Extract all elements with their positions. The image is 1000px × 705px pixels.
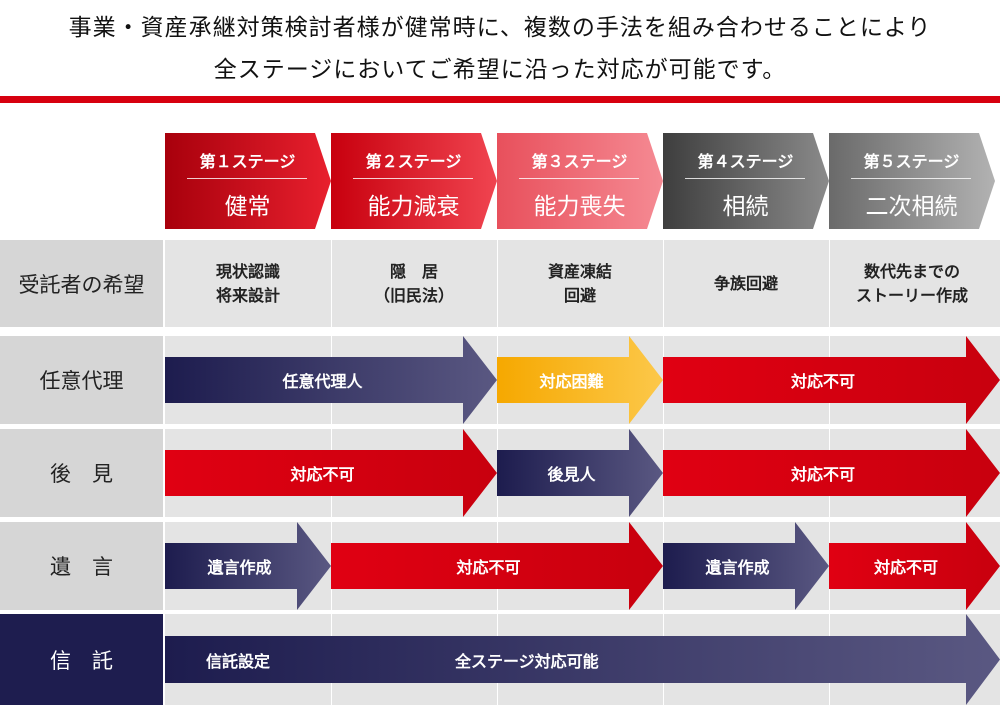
arrow-red: 対応不可 <box>663 429 1000 517</box>
arrow-shape <box>829 522 1000 610</box>
stage-separator <box>851 178 971 179</box>
arrow-indigo: 信託設定 全ステージ対応可能 <box>165 614 1000 705</box>
stage-name: 能力減衰 <box>367 194 460 220</box>
arrow-red: 対応不可 <box>829 522 1000 610</box>
stage-number: 第４ステージ <box>697 152 794 171</box>
arrow-indigo: 遺言作成 <box>663 522 829 610</box>
arrow-label: 対応不可 <box>290 465 355 484</box>
arrow-shape <box>331 522 663 610</box>
intro-line-2: 全ステージにおいてご希望に沿った対応が可能です。 <box>213 57 787 83</box>
arrow-label: 遺言作成 <box>705 558 770 577</box>
row-label: 後 見 <box>0 429 163 517</box>
hope-item-text: 回避 <box>563 285 596 305</box>
stage-number: 第５ステージ <box>863 152 960 171</box>
arrow-red: 対応不可 <box>663 336 1000 424</box>
method-row: 遺 言 遺言作成 対応不可 遺言作成 対応不可 <box>0 522 1000 610</box>
stage-separator <box>187 178 307 179</box>
stage-name: 相続 <box>722 194 769 220</box>
hope-item: 争族回避 <box>663 240 829 327</box>
arrow-shape <box>165 336 497 424</box>
stage-separator <box>353 178 473 179</box>
arrow-shape <box>165 614 1000 705</box>
stage-separator <box>685 178 805 179</box>
arrow-label: 後見人 <box>547 465 596 484</box>
stage-2: 第２ステージ能力減衰 <box>331 133 497 229</box>
hope-item-text: 資産凍結 <box>547 261 612 281</box>
column-divider <box>331 240 332 327</box>
stage-chevron-shape <box>331 133 497 229</box>
arrow-label: 全ステージ対応可能 <box>455 651 599 671</box>
arrow-shape <box>165 522 331 610</box>
column-divider <box>497 240 498 327</box>
method-row: 信 託 信託設定 全ステージ対応可能 <box>0 614 1000 705</box>
hope-item-text: 隠 居 <box>389 261 438 281</box>
stage-5: 第５ステージ二次相続 <box>829 133 995 229</box>
arrow-indigo: 後見人 <box>497 429 663 517</box>
stage-number: 第３ステージ <box>531 152 628 171</box>
arrow-shape <box>663 336 1000 424</box>
arrow-indigo: 遺言作成 <box>165 522 331 610</box>
arrow-label: 対応不可 <box>790 465 855 484</box>
stage-1: 第１ステージ健常 <box>165 133 331 229</box>
stage-4: 第４ステージ相続 <box>663 133 829 229</box>
hope-item-text: 将来設計 <box>215 285 280 305</box>
arrow-shape <box>663 429 1000 517</box>
row-label: 任意代理 <box>0 336 163 424</box>
red-divider <box>0 96 1000 103</box>
stage-3: 第３ステージ能力喪失 <box>497 133 663 229</box>
method-row: 後 見 対応不可 後見人 対応不可 <box>0 429 1000 517</box>
method-row: 任意代理 任意代理人 対応困難 対応不可 <box>0 336 1000 424</box>
column-divider <box>829 240 830 327</box>
stage-chevron-shape <box>829 133 995 229</box>
arrow-red: 対応不可 <box>331 522 663 610</box>
stage-chevron-shape <box>165 133 331 229</box>
intro-line-1: 事業・資産承継対策検討者様が健常時に、複数の手法を組み合わせることにより <box>68 15 932 41</box>
hope-item: 現状認識将来設計 <box>165 240 331 327</box>
arrow-label: 対応不可 <box>873 558 938 577</box>
hope-item-text: （旧民法） <box>373 285 454 305</box>
arrow-shape <box>663 522 829 610</box>
arrow-gold: 対応困難 <box>497 336 663 424</box>
hope-item-text: 数代先までの <box>863 261 960 281</box>
arrow-shape <box>165 429 497 517</box>
row-background <box>165 240 1000 327</box>
arrow-shape <box>497 429 663 517</box>
column-divider <box>663 240 664 327</box>
row-label: 遺 言 <box>0 522 163 610</box>
stage-number: 第１ステージ <box>199 152 296 171</box>
stage-number: 第２ステージ <box>365 152 462 171</box>
hope-item-text: ストーリー作成 <box>855 285 968 305</box>
arrow-label: 対応不可 <box>790 372 855 391</box>
hope-item: 隠 居 （旧民法） <box>331 240 497 327</box>
hope-item: 資産凍結回避 <box>497 240 663 327</box>
arrow-shape <box>497 336 663 424</box>
arrow-label: 対応不可 <box>456 558 521 577</box>
row-label: 信 託 <box>0 614 163 705</box>
stage-separator <box>519 178 639 179</box>
arrow-label: 任意代理人 <box>282 372 363 391</box>
stage-name: 能力喪失 <box>533 194 626 220</box>
arrow-label: 信託設定 <box>206 651 271 671</box>
stage-chevron-shape <box>497 133 663 229</box>
hope-item: 数代先までのストーリー作成 <box>829 240 995 327</box>
arrow-label: 対応困難 <box>539 372 604 391</box>
hope-item-text: 現状認識 <box>215 261 280 281</box>
stage-chevron-shape <box>663 133 829 229</box>
arrow-indigo: 任意代理人 <box>165 336 497 424</box>
stage-name: 健常 <box>224 194 271 220</box>
arrow-red: 対応不可 <box>165 429 497 517</box>
arrow-label: 遺言作成 <box>207 558 272 577</box>
row-label: 受託者の希望 <box>0 240 163 327</box>
stage-name: 二次相続 <box>865 194 958 220</box>
hope-item-text: 争族回避 <box>713 273 778 293</box>
hope-row: 受託者の希望現状認識将来設計隠 居（旧民法）資産凍結回避争族回避数代先までのスト… <box>0 240 1000 327</box>
